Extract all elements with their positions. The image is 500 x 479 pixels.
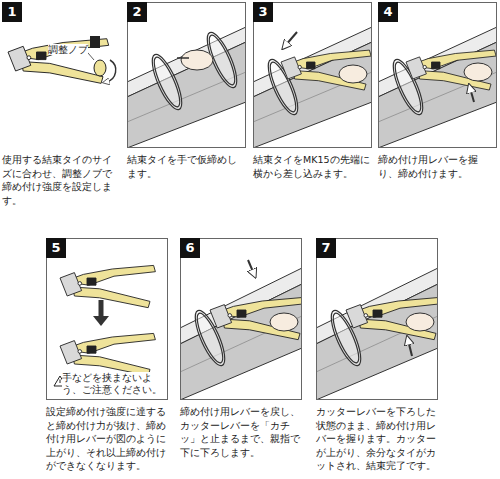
step-number: 3 [253,2,273,22]
warning-note: 手などを挟まないよう、ご注意ください。 [62,372,162,396]
step-description: 締め付け用レバーを戻し、カッターレバーを「カチッ」と止まるまで、親指で下に下ろし… [180,405,302,459]
step-description: 使用する結束タイのサイズに合わせ、調整ノブで締め付け強度を設定します。 [2,153,120,207]
panel-frame [2,2,120,148]
step-number: 5 [46,238,66,258]
step-number: 4 [378,2,398,22]
panel-frame [253,2,372,148]
step-description: 結束タイを手で仮締めします。 [127,153,246,180]
step-panel: 3 結束タイをMK15の先端に横から差し込みます。 [253,2,372,180]
part-label: 調整ノブ [48,44,88,55]
step-panel: 5 手などを挟まないよう、ご注意ください。設定締め付け強度に達すると締め付け力が抜… [46,238,168,473]
step-number: 2 [127,2,147,22]
panel-frame [378,2,497,148]
step-number: 1 [2,2,22,22]
panel-frame [180,238,302,400]
step-panel: 6 締め付け用レバーを戻し、カッターレバーを「カチッ」と止まるまで、親指で下に下ろ… [180,238,302,459]
step-description: 設定締め付け強度に達すると締め付け力が抜け、締め付け用レバーが図のように上がり、… [46,405,168,473]
panel-frame [316,238,438,400]
step-panel: 4 締め付け用レバーを握り、締め付けます。 [378,2,497,180]
step-number: 6 [180,238,200,258]
step-panel: 2 結束タイを手で仮締めします。 [127,2,246,180]
step-panel: 7 カッターレバーを下ろした状態のまま、締め付け用レバーを握ります。カッターが上が… [316,238,438,473]
step-number: 7 [316,238,336,258]
step-description: 結束タイをMK15の先端に横から差し込みます。 [253,153,372,180]
step-description: 締め付け用レバーを握り、締め付けます。 [378,153,497,180]
label-holder: 調整ノブ [48,38,88,57]
step-panel: 1 使用する結束タイのサイズに合わせ、調整ノブで締め付け強度を設定します。 [2,2,120,207]
step-description: カッターレバーを下ろした状態のまま、締め付け用レバーを握ります。カッターが上がり… [316,405,438,473]
panel-frame [127,2,246,148]
